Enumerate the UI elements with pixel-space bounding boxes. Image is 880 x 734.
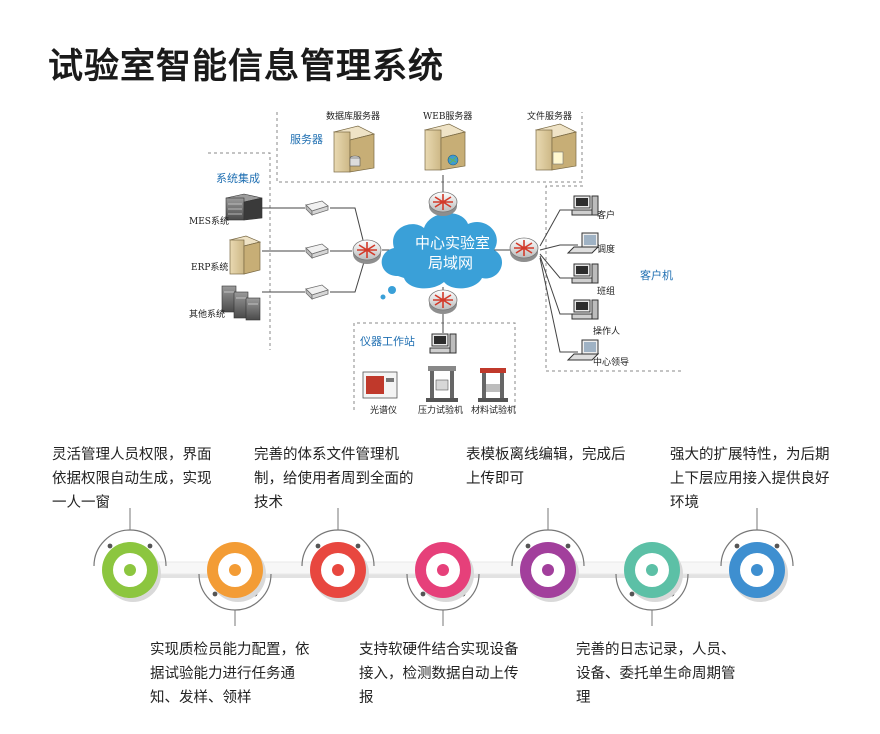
network-diagram: 服务器 系统集成 客户机 仪器工作站 数据库服务器 WE (189, 110, 682, 416)
client-label: 中心领导 (593, 356, 629, 368)
decorative-arc (615, 573, 689, 611)
database-server-label: 数据库服务器 (326, 110, 380, 122)
arc-dot (734, 543, 740, 549)
timeline-node-7 (720, 508, 794, 602)
material-tester-icon (478, 368, 508, 402)
node-dot (646, 564, 658, 576)
file-server-icon (534, 123, 578, 171)
database-server-icon (332, 125, 376, 173)
node-dot (751, 564, 763, 576)
feature-text-document-management: 完善的体系文件管理机 制，给使用者周到全面的 技术 (254, 447, 414, 511)
arc-dot (107, 543, 113, 549)
cloud-label-line2: 局域网 (428, 254, 473, 272)
node-dot (542, 564, 554, 576)
timeline-node-1 (93, 508, 167, 602)
instruments-group-label: 仪器工作站 (360, 334, 415, 348)
client-label: 操作人 (593, 325, 620, 337)
feature-text-permissions: 灵活管理人员权限，界面 依据权限自动生成，实现 一人一窗 (52, 447, 212, 511)
node-dot (437, 564, 449, 576)
timeline-node-5 (511, 508, 585, 602)
lan-cloud: 中心实验室 局域网 (380, 213, 503, 300)
other-system-icon (221, 285, 261, 321)
page-title: 试验室智能信息管理系统 (48, 47, 445, 87)
instrument-label: 材料试验机 (471, 404, 516, 416)
cloud-label-line1: 中心实验室 (415, 234, 490, 252)
client-label: 班组 (597, 285, 615, 297)
servers-group-label: 服务器 (290, 133, 323, 146)
arc-dot (147, 543, 153, 549)
web-server-label: WEB服务器 (423, 110, 472, 122)
timeline-node-3 (301, 508, 375, 602)
node-dot (332, 564, 344, 576)
web-server-icon (423, 123, 467, 171)
feature-text-log-records: 完善的日志记录，人员、 设备、委托单生命周期管 理 (576, 642, 736, 706)
file-server-label: 文件服务器 (527, 110, 572, 122)
timeline-node-2 (198, 542, 272, 626)
feature-text-template-editing: 表模板离线编辑，完成后 上传即可 (466, 447, 626, 487)
decorative-arc (301, 529, 375, 567)
arc-dot (355, 543, 361, 549)
feature-text-device-integration: 支持软硬件结合实现设备 接入，检测数据自动上传 报 (359, 642, 519, 706)
mes-system-icon (225, 193, 263, 221)
decorative-arc (720, 529, 794, 567)
decorative-arc (406, 573, 480, 611)
integration-group-label: 系统集成 (216, 171, 260, 185)
arc-dot (629, 591, 635, 597)
timeline-node-6 (615, 542, 689, 626)
client-label: 调度 (597, 243, 615, 255)
arc-dot (774, 543, 780, 549)
decorative-arc (93, 529, 167, 567)
arc-dot (212, 591, 218, 597)
erp-system-icon (228, 235, 262, 275)
timeline-node-4 (406, 542, 480, 626)
erp-system-label: ERP系统 (191, 261, 228, 273)
pressure-tester-icon (426, 366, 458, 402)
feature-text-extensibility: 强大的扩展特性，为后期 上下层应用接入提供良好 环境 (670, 447, 830, 511)
feature-text-inspector-capability: 实现质检员能力配置，依 据试验能力进行任务通 知、发样、领样 (150, 642, 310, 706)
arc-dot (565, 543, 571, 549)
node-dot (229, 564, 241, 576)
arc-dot (420, 591, 426, 597)
decorative-arc (198, 573, 272, 611)
arc-dot (315, 543, 321, 549)
instrument-label: 光谱仪 (370, 404, 397, 416)
arc-dot (525, 543, 531, 549)
instrument-label: 压力试验机 (418, 404, 463, 416)
other-system-label: 其他系统 (189, 308, 225, 320)
clients-group-label: 客户机 (640, 268, 673, 282)
mes-system-label: MES系统 (189, 215, 229, 227)
spectrometer-icon (362, 371, 398, 399)
decorative-arc (511, 529, 585, 567)
client-label: 客户 (597, 209, 615, 221)
node-dot (124, 564, 136, 576)
